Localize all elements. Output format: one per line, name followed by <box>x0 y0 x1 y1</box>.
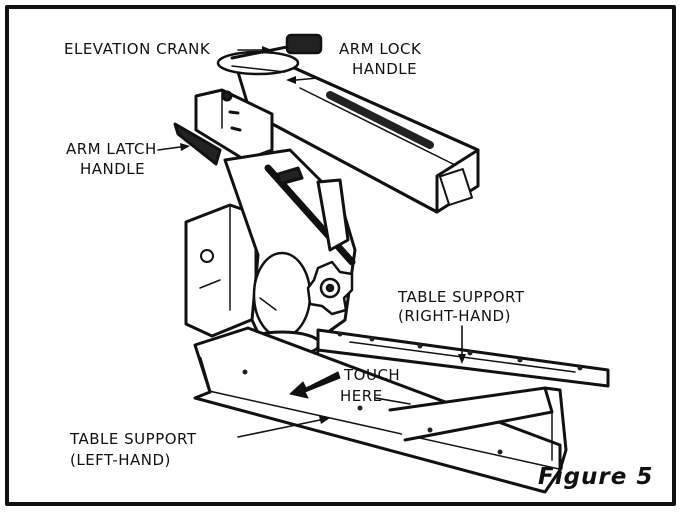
label-table-support-left-line1: TABLE SUPPORT <box>70 430 197 448</box>
label-table-support-left-line2: (LEFT-HAND) <box>70 451 171 469</box>
elevation-crank <box>216 33 323 76</box>
arm-latch-handle <box>173 122 222 166</box>
touch-here-arrow <box>289 371 341 399</box>
leader-lines <box>157 49 463 438</box>
label-arm-latch-line1: ARM LATCH <box>66 140 157 158</box>
label-touch-line1: TOUCH <box>344 366 401 384</box>
yoke-lock-knob <box>306 260 354 316</box>
label-touch-line2: HERE <box>340 387 383 405</box>
label-arm-lock-line2: HANDLE <box>352 60 418 78</box>
motor-housing <box>184 203 258 338</box>
figure-caption: Figure 5 <box>538 464 654 490</box>
label-elevation-crank: ELEVATION CRANK <box>64 40 211 58</box>
arm-column-head <box>194 88 274 162</box>
label-table-support-right-line1: TABLE SUPPORT <box>398 288 525 306</box>
leader-arrowheads <box>180 46 466 424</box>
label-arm-latch-line2: HANDLE <box>80 160 146 178</box>
label-arm-lock-line1: ARM LOCK <box>339 40 422 58</box>
label-table-support-right-line2: (RIGHT-HAND) <box>398 307 511 325</box>
figure-border <box>5 5 676 506</box>
